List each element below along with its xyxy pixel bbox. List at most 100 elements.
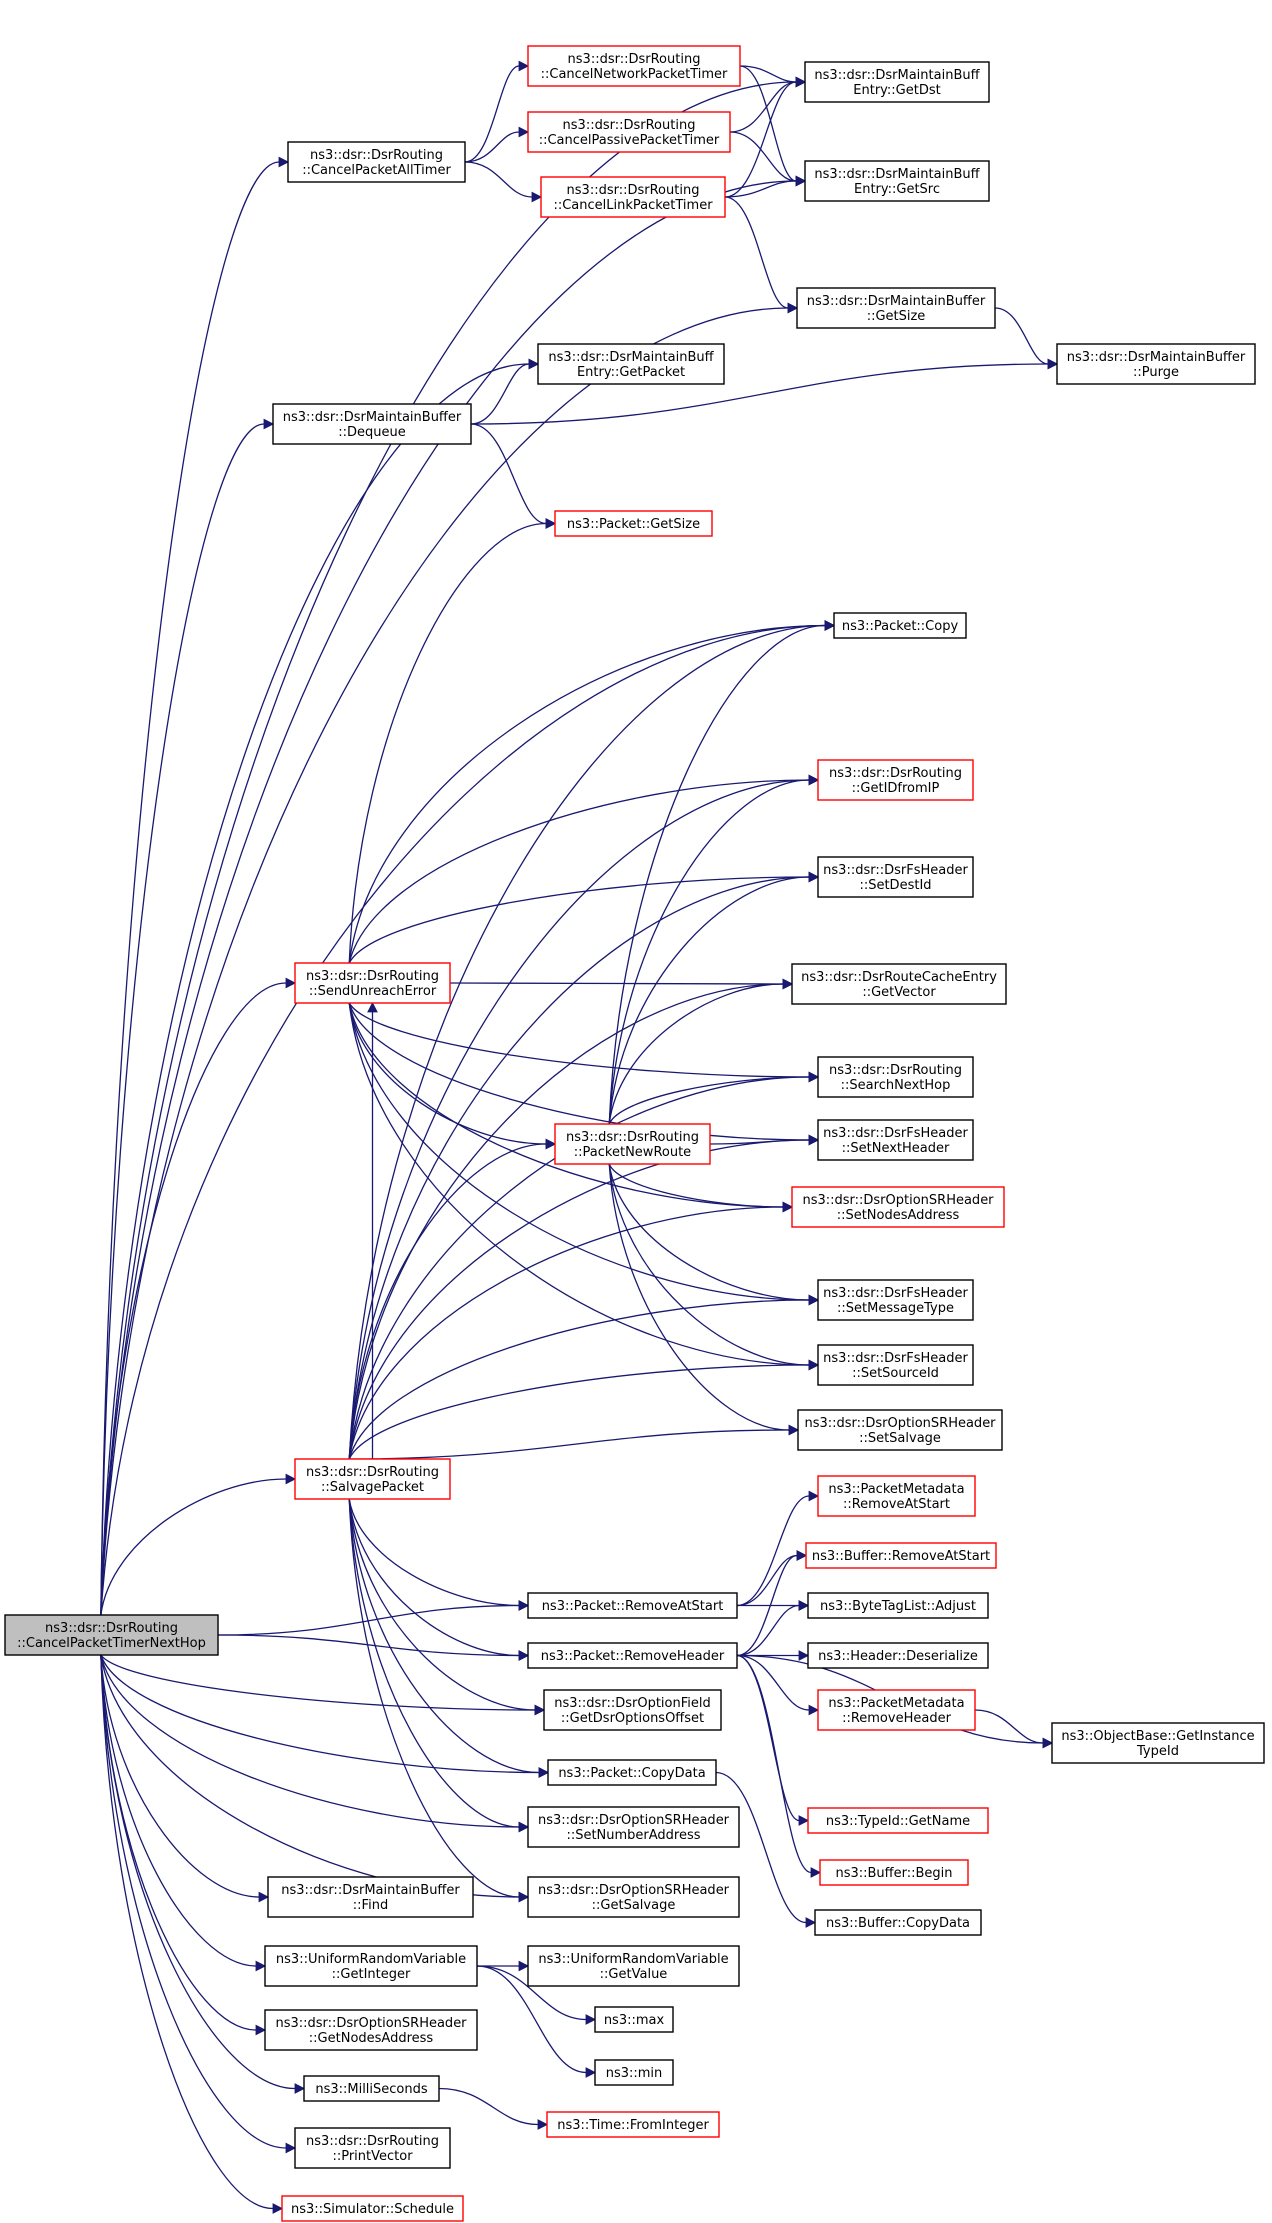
node-set-number-address[interactable]: ns3::dsr::DsrOptionSRHeader::SetNumberAd… [527, 1806, 740, 1848]
node-buffer-remove-at-start[interactable]: ns3::Buffer::RemoveAtStart [805, 1542, 997, 1569]
node-cancel-packet-all-timer[interactable]: ns3::dsr::DsrRouting::CancelPacketAllTim… [287, 141, 466, 183]
node-packet-get-size[interactable]: ns3::Packet::GetSize [554, 510, 713, 537]
node-box [797, 1409, 1003, 1451]
node-get-vector[interactable]: ns3::dsr::DsrRouteCacheEntry::GetVector [791, 963, 1007, 1005]
node-label: ::SetDestId [859, 878, 931, 893]
node-get-dsr-options-offset[interactable]: ns3::dsr::DsrOptionField::GetDsrOptionsO… [543, 1689, 722, 1731]
edge-dequeue-to-get-packet [470, 358, 540, 425]
edge-send-unreach-error-to-packet-new-route [348, 1002, 557, 1150]
node-get-packet[interactable]: ns3::dsr::DsrMaintainBuffEntry::GetPacke… [537, 343, 725, 385]
node-find[interactable]: ns3::dsr::DsrMaintainBuffer::Find [267, 1876, 474, 1918]
edge-arrowhead [782, 978, 794, 990]
node-label: ns3::Buffer::RemoveAtStart [812, 1549, 990, 1564]
node-meta-remove-header[interactable]: ns3::PacketMetadata::RemoveHeader [817, 1689, 976, 1731]
node-packet-remove-header[interactable]: ns3::Packet::RemoveHeader [527, 1642, 738, 1669]
edge-arrowhead [796, 1550, 808, 1561]
edge-arrowhead [798, 1650, 810, 1661]
node-send-unreach-error[interactable]: ns3::dsr::DsrRouting::SendUnreachError [294, 962, 451, 1004]
node-packet-new-route[interactable]: ns3::dsr::DsrRouting::PacketNewRoute [554, 1123, 711, 1165]
edge-arrowhead [518, 126, 530, 138]
node-get-size[interactable]: ns3::dsr::DsrMaintainBuffer::GetSize [796, 287, 996, 329]
node-milli-seconds[interactable]: ns3::MilliSeconds [303, 2075, 440, 2102]
node-cancel-network-packet-timer[interactable]: ns3::dsr::DsrRouting::CancelNetworkPacke… [527, 45, 741, 87]
node-print-vector[interactable]: ns3::dsr::DsrRouting::PrintVector [294, 2127, 451, 2169]
edge-root-to-get-dst [100, 76, 807, 1616]
node-label: ns3::dsr::DsrRouting [563, 118, 696, 133]
node-dequeue[interactable]: ns3::dsr::DsrMaintainBuffer::Dequeue [272, 403, 472, 445]
node-get-nodes-address[interactable]: ns3::dsr::DsrOptionSRHeader::GetNodesAdd… [264, 2009, 478, 2051]
node-label: ::SendUnreachError [309, 984, 437, 999]
node-label: ::Find [353, 1898, 388, 1913]
node-label: Entry::GetDst [853, 83, 940, 98]
edge-arrowhead [258, 1891, 270, 1903]
node-set-next-header[interactable]: ns3::dsr::DsrFsHeader::SetNextHeader [817, 1119, 974, 1161]
edge-arrowhead [808, 1071, 820, 1083]
node-search-next-hop[interactable]: ns3::dsr::DsrRouting::SearchNextHop [817, 1056, 974, 1098]
edge-arrowhead [255, 2024, 267, 2036]
edge-arrowhead [795, 76, 807, 88]
node-box [537, 343, 725, 385]
node-purge[interactable]: ns3::dsr::DsrMaintainBuffer::Purge [1056, 343, 1256, 385]
edge-packet-remove-header-to-buffer-remove-at-start [736, 1550, 808, 1657]
node-set-nodes-address[interactable]: ns3::dsr::DsrOptionSRHeader::SetNodesAdd… [791, 1186, 1005, 1228]
node-set-source-id[interactable]: ns3::dsr::DsrFsHeader::SetSourceId [817, 1344, 974, 1386]
edge-packet-new-route-to-get-idfrom-ip [608, 774, 820, 1125]
node-set-salvage[interactable]: ns3::dsr::DsrOptionSRHeader::SetSalvage [797, 1409, 1003, 1451]
node-cancel-passive-packet-timer[interactable]: ns3::dsr::DsrRouting::CancelPassivePacke… [527, 111, 731, 153]
edge-root-to-get-salvage [100, 1654, 530, 1903]
node-label: ::SetNodesAddress [837, 1208, 960, 1223]
node-from-integer[interactable]: ns3::Time::FromInteger [546, 2111, 720, 2138]
node-max[interactable]: ns3::max [594, 2006, 674, 2033]
node-packet-remove-at-start[interactable]: ns3::Packet::RemoveAtStart [527, 1592, 738, 1619]
node-label: ns3::dsr::DsrMaintainBuff [814, 68, 980, 83]
edge-arrowhead [528, 358, 540, 370]
node-buffer-copy-data[interactable]: ns3::Buffer::CopyData [814, 1909, 982, 1936]
edge-arrowhead [1047, 358, 1059, 370]
node-min[interactable]: ns3::min [594, 2059, 674, 2086]
edge-root-to-packet-copy [100, 620, 836, 1616]
edge-arrowhead [788, 1424, 800, 1436]
node-schedule[interactable]: ns3::Simulator::Schedule [281, 2195, 464, 2222]
node-label: ::SetSourceId [852, 1366, 939, 1381]
node-root[interactable]: ns3::dsr::DsrRouting::CancelPacketTimerN… [4, 1614, 219, 1656]
node-label: TypeId [1136, 1744, 1179, 1759]
node-get-salvage[interactable]: ns3::dsr::DsrOptionSRHeader::GetSalvage [527, 1876, 740, 1918]
edge-arrowhead [537, 2119, 549, 2130]
node-set-message-type[interactable]: ns3::dsr::DsrFsHeader::SetMessageType [817, 1279, 974, 1321]
node-get-integer[interactable]: ns3::UniformRandomVariable::GetInteger [264, 1945, 478, 1987]
node-label: ::GetDsrOptionsOffset [561, 1711, 704, 1726]
node-buffer-begin[interactable]: ns3::Buffer::Begin [819, 1859, 969, 1886]
node-set-dest-id[interactable]: ns3::dsr::DsrFsHeader::SetDestId [817, 856, 974, 898]
edge-packet-new-route-to-search-next-hop [608, 1071, 820, 1125]
node-get-value[interactable]: ns3::UniformRandomVariable::GetValue [527, 1945, 740, 1987]
node-label: ::CancelPacketAllTimer [302, 163, 451, 178]
node-packet-copy-data[interactable]: ns3::Packet::CopyData [547, 1759, 717, 1786]
node-label: ns3::dsr::DsrRouting [306, 2134, 439, 2149]
node-header-deserialize[interactable]: ns3::Header::Deserialize [807, 1642, 989, 1669]
edge-arrowhead [545, 518, 557, 529]
node-type-id-get-name[interactable]: ns3::TypeId::GetName [807, 1807, 989, 1834]
node-meta-remove-at-start[interactable]: ns3::PacketMetadata::RemoveAtStart [817, 1475, 976, 1517]
node-byte-tag-adjust[interactable]: ns3::ByteTagList::Adjust [807, 1592, 989, 1619]
node-label: ::GetVector [862, 985, 936, 1000]
edge-salvage-packet-to-set-next-header [348, 1134, 820, 1460]
node-label: ns3::dsr::DsrOptionSRHeader [275, 2016, 467, 2031]
edge-dequeue-to-packet-get-size [470, 423, 557, 529]
node-box [554, 510, 713, 537]
node-label: ::Purge [1133, 365, 1179, 380]
node-get-idfrom-ip[interactable]: ns3::dsr::DsrRouting::GetIDfromIP [817, 759, 974, 801]
node-label: ::RemoveAtStart [843, 1497, 950, 1512]
node-label: ns3::dsr::DsrRouting [306, 1465, 439, 1480]
node-label: ns3::dsr::DsrMaintainBuffer [807, 294, 986, 309]
node-packet-copy[interactable]: ns3::Packet::Copy [833, 612, 967, 639]
node-label: ::GetInteger [332, 1967, 411, 1982]
node-salvage-packet[interactable]: ns3::dsr::DsrRouting::SalvagePacket [294, 1458, 451, 1500]
edge-arrowhead [824, 620, 836, 631]
node-box [527, 1592, 738, 1619]
node-label: ns3::TypeId::GetName [826, 1814, 970, 1829]
node-box [267, 1876, 474, 1918]
node-cancel-link-packet-timer[interactable]: ns3::dsr::DsrRouting::CancelLinkPacketTi… [540, 176, 726, 218]
